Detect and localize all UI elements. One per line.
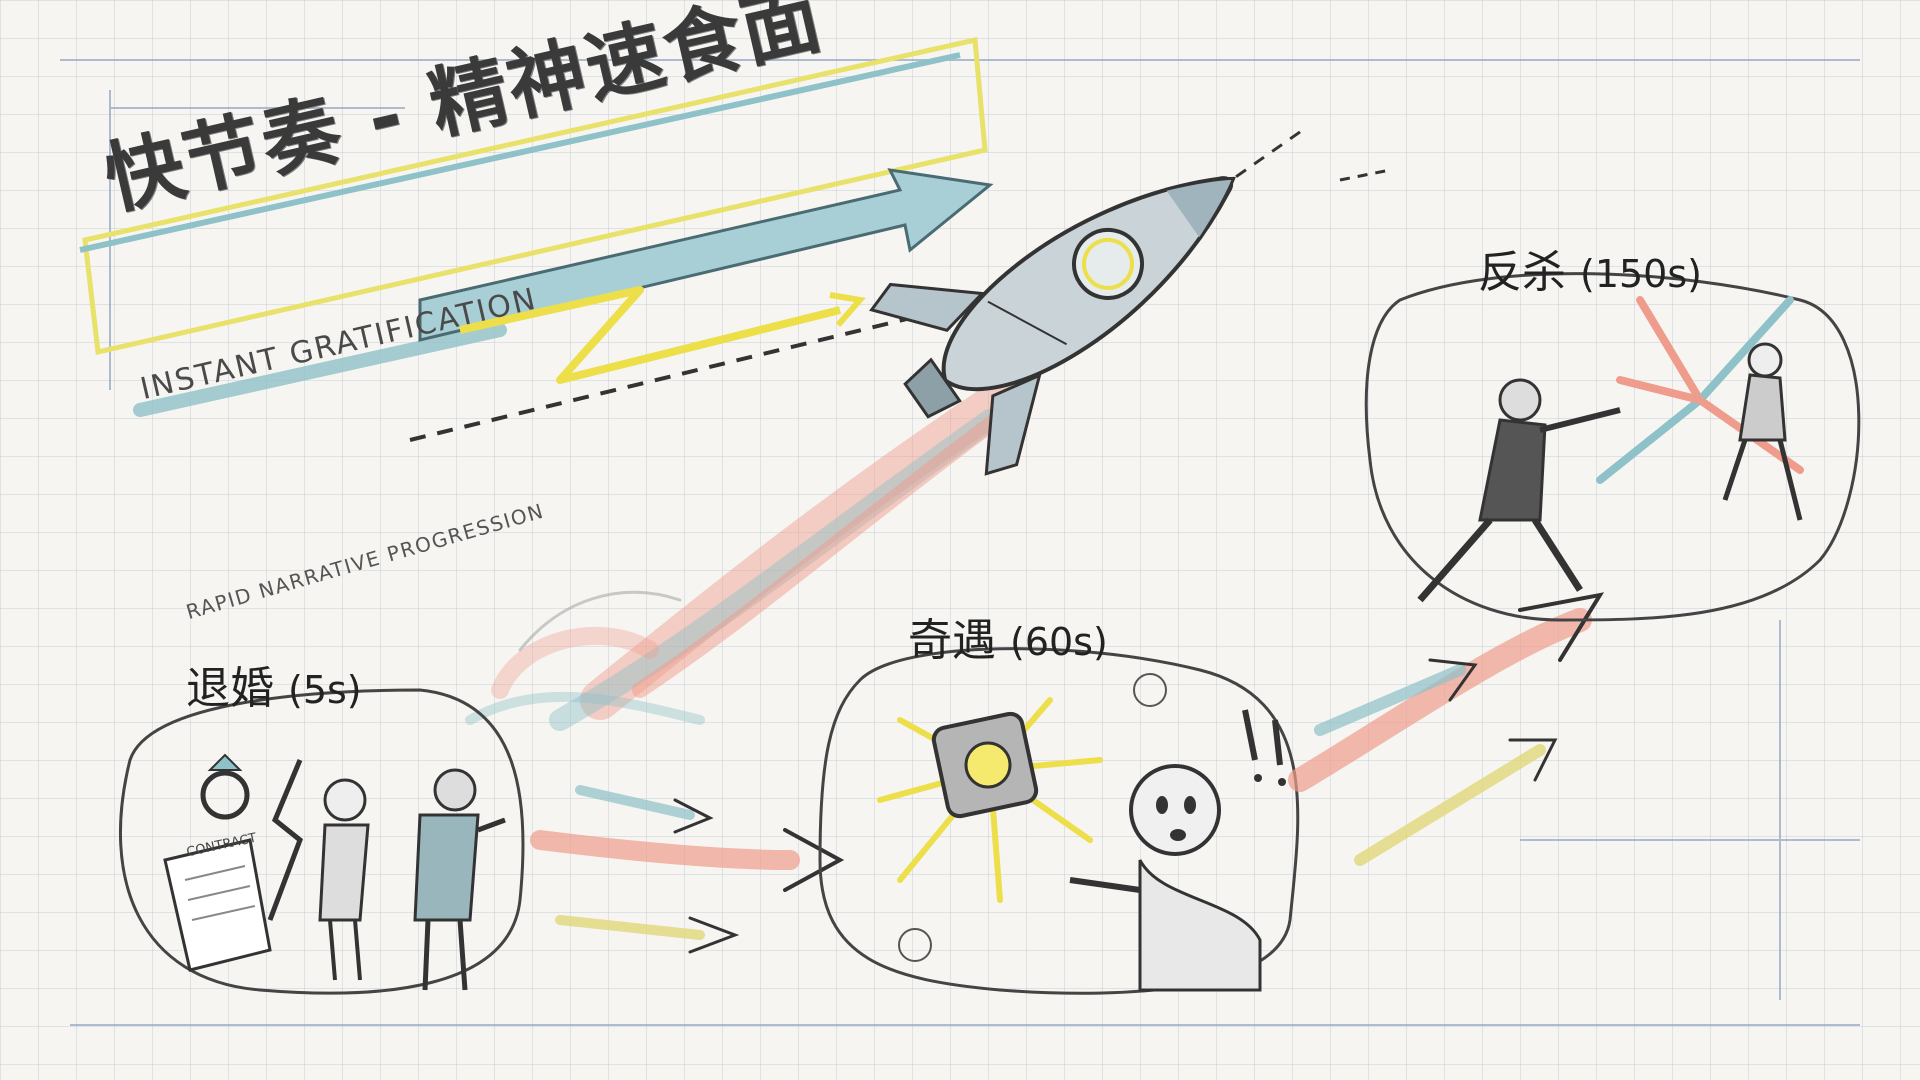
stage-name: 奇遇 bbox=[908, 615, 996, 666]
stage-label-counter: 反杀 (150s) bbox=[1478, 236, 1702, 300]
encounter-scene bbox=[818, 647, 1300, 995]
stage-label-encounter: 奇遇 (60s) bbox=[908, 604, 1108, 668]
stage-time: (150s) bbox=[1580, 252, 1702, 296]
divorce-scene bbox=[118, 688, 525, 995]
arrows-encounter-counter bbox=[1288, 592, 1605, 866]
stage-label-divorce: 退婚 (5s) bbox=[186, 652, 362, 716]
stage-time: (5s) bbox=[288, 668, 362, 712]
title-banner bbox=[79, 36, 1391, 442]
stage-time: (60s) bbox=[1010, 620, 1108, 664]
stage-name: 反杀 bbox=[1478, 247, 1566, 298]
rocket bbox=[869, 126, 1307, 476]
stage-name: 退婚 bbox=[186, 663, 274, 714]
arrows-divorce-encounter bbox=[530, 785, 845, 954]
frame-lines bbox=[60, 59, 1860, 1026]
rocket-trail bbox=[465, 380, 1020, 731]
counter-scene bbox=[1364, 272, 1861, 622]
